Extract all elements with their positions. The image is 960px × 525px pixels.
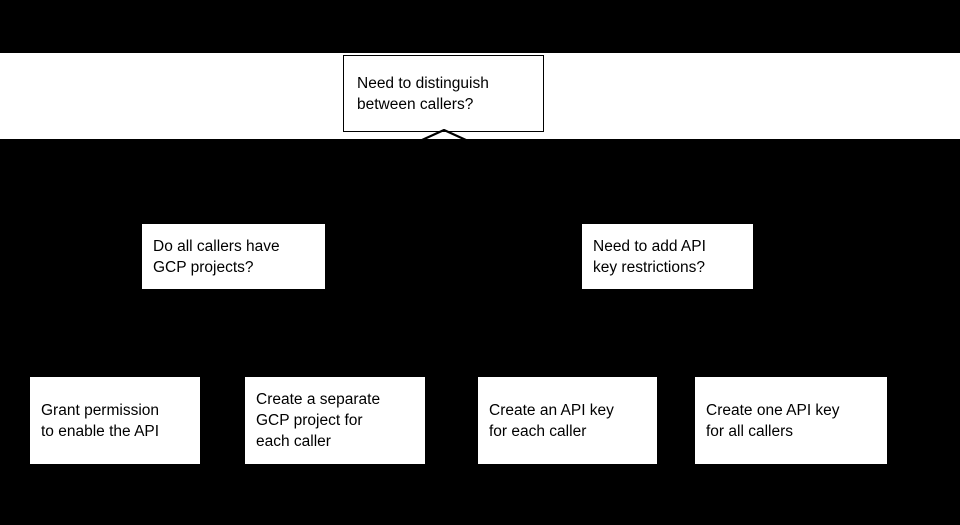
node-grant-permission-to-enable-the-api[interactable]: Grant permission to enable the API bbox=[30, 377, 200, 464]
node-do-all-callers-have-gcp-projects[interactable]: Do all callers have GCP projects? bbox=[142, 224, 325, 289]
node-label: Grant permission to enable the API bbox=[41, 401, 160, 440]
node-create-a-separate-gcp-project-for-each-caller[interactable]: Create a separate GCP project for each c… bbox=[245, 377, 425, 464]
node-label: Need to add API key restrictions? bbox=[593, 237, 706, 276]
node-label: Create a separate GCP project for each c… bbox=[256, 391, 381, 450]
connector-arrowhead-icon bbox=[420, 129, 468, 141]
node-label: Create an API key for each caller bbox=[489, 401, 614, 440]
node-label: Need to distinguish between callers? bbox=[357, 74, 489, 113]
node-create-one-api-key-for-all-callers[interactable]: Create one API key for all callers bbox=[695, 377, 887, 464]
node-create-an-api-key-for-each-caller[interactable]: Create an API key for each caller bbox=[478, 377, 657, 464]
node-label: Create one API key for all callers bbox=[706, 401, 840, 440]
node-need-to-distinguish-between-callers[interactable]: Need to distinguish between callers? bbox=[343, 55, 544, 132]
node-label: Do all callers have GCP projects? bbox=[153, 237, 280, 276]
node-need-to-add-api-key-restrictions[interactable]: Need to add API key restrictions? bbox=[582, 224, 753, 289]
